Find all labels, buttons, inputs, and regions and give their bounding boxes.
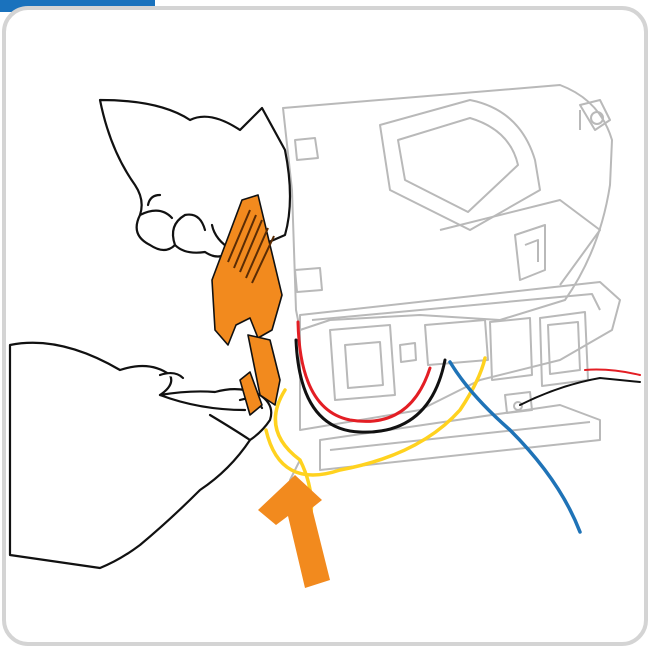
hands	[10, 100, 290, 568]
red-wire	[298, 322, 430, 421]
red-black-side-wire	[520, 378, 640, 405]
lower-hand	[10, 343, 271, 568]
wires	[266, 322, 640, 540]
insert-direction-arrow-icon	[258, 475, 330, 588]
red-side-wire	[585, 370, 640, 375]
device-housing	[283, 85, 620, 500]
